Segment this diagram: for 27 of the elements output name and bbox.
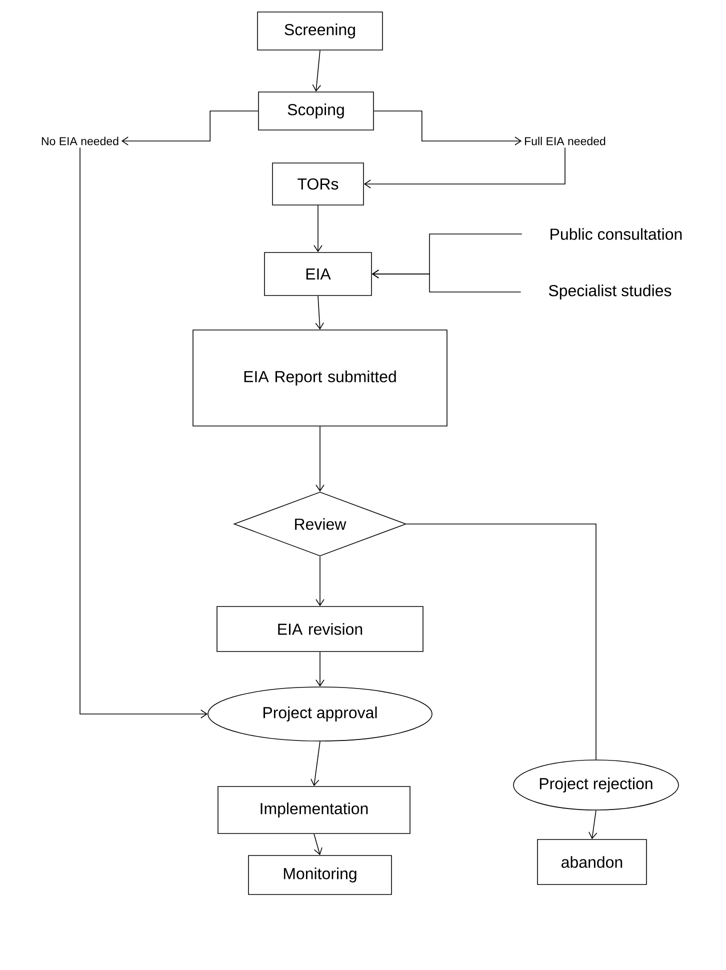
process-box: Implementation bbox=[218, 786, 410, 834]
arrow bbox=[312, 50, 322, 92]
arrow bbox=[588, 810, 598, 840]
process-box: EIA bbox=[264, 252, 372, 296]
step-label: Full EIA needed bbox=[525, 136, 606, 146]
process-box: EIA Report submitted bbox=[192, 330, 448, 426]
process-box: Monitoring bbox=[248, 855, 392, 895]
arrow bbox=[316, 652, 324, 687]
arrow bbox=[316, 556, 324, 606]
arrow bbox=[314, 205, 322, 252]
arrow bbox=[374, 110, 522, 146]
process-box: Scoping bbox=[258, 92, 374, 130]
arrow bbox=[315, 296, 324, 330]
arrow bbox=[364, 147, 566, 188]
arrow bbox=[310, 741, 320, 786]
arrow bbox=[80, 147, 208, 718]
arrow bbox=[316, 426, 324, 492]
process-box: abandon bbox=[537, 839, 647, 885]
arrow bbox=[121, 110, 258, 146]
arrow bbox=[314, 834, 322, 856]
process-box: TORs bbox=[272, 162, 364, 206]
step-label: Specialist studies bbox=[548, 284, 672, 300]
step-label: Public consultation bbox=[550, 228, 682, 240]
arrow bbox=[372, 270, 522, 292]
process-box: Screening bbox=[257, 12, 383, 50]
process-box: EIA revision bbox=[216, 606, 424, 652]
step-label: No EIA needed bbox=[42, 136, 118, 146]
